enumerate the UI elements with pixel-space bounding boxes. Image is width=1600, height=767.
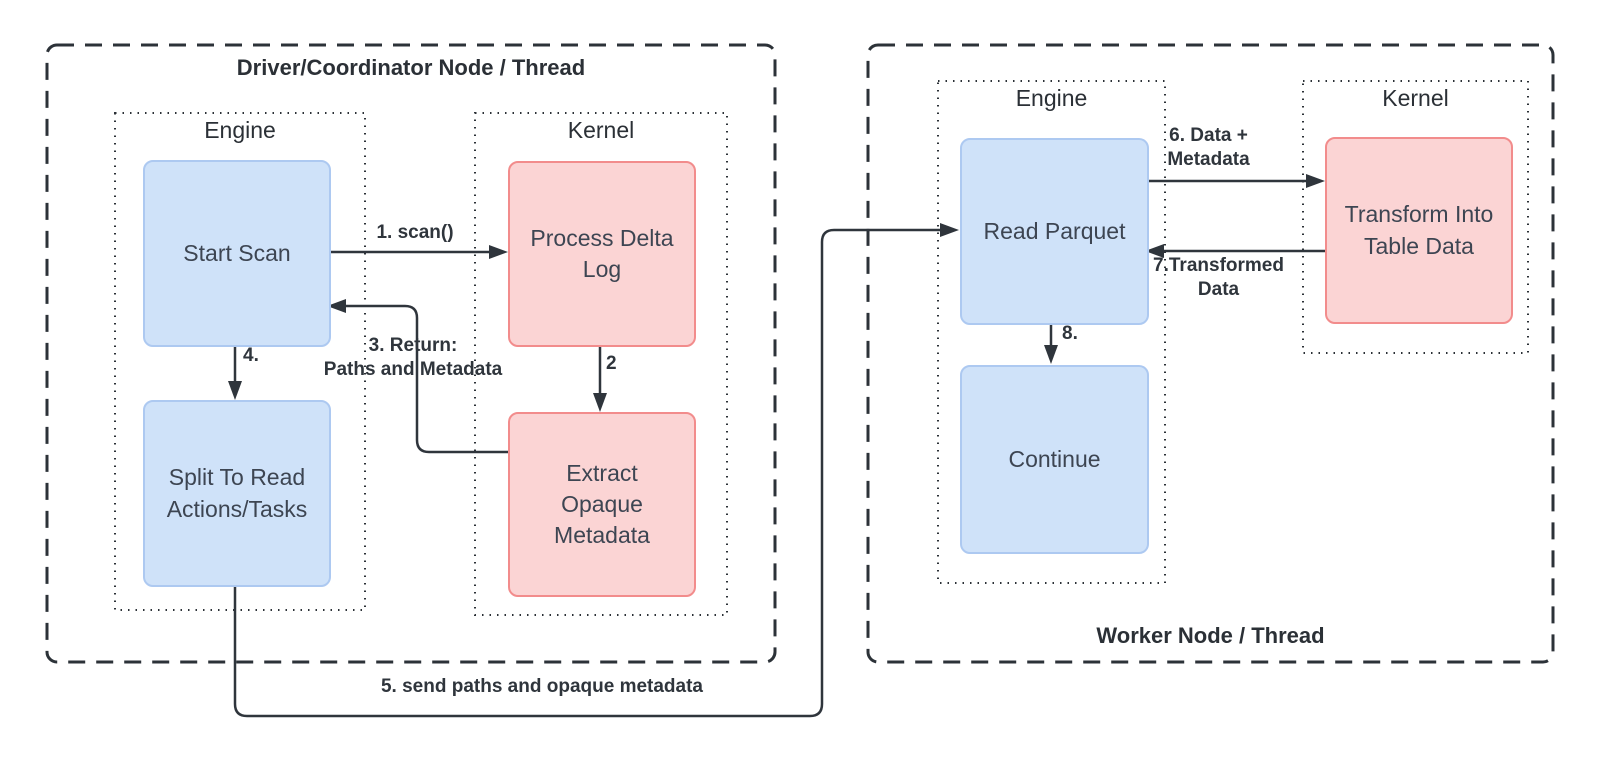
edge-5-label: 5. send paths and opaque metadata	[380, 676, 704, 697]
transform-into-table-data-node: Transform Into Table Data	[1325, 137, 1513, 324]
driver-node-title: Driver/Coordinator Node / Thread	[236, 55, 586, 80]
start-scan-node: Start Scan	[143, 160, 331, 347]
edge-3-label: 3. Return: Paths and Metadata	[323, 335, 503, 380]
edge-6-label: 6. Data + Metadata	[1167, 125, 1250, 170]
edge-4-label: 4.	[243, 345, 259, 366]
edge-2-label: 2	[606, 353, 617, 374]
extract-opaque-metadata-node: Extract Opaque Metadata	[508, 412, 696, 597]
driver-kernel-group-border	[474, 112, 728, 616]
read-parquet-node: Read Parquet	[960, 138, 1149, 325]
worker-kernel-group-label: Kernel	[1382, 85, 1449, 111]
driver-kernel-group-label: Kernel	[567, 117, 635, 143]
edge-8-label: 8.	[1062, 323, 1078, 344]
worker-kernel-group-border	[1302, 80, 1529, 354]
driver-node-container-border	[45, 43, 777, 664]
edge-7-label: 7.Transformed Data	[1153, 255, 1284, 300]
worker-engine-group-label: Engine	[1015, 85, 1088, 111]
worker-engine-group-border	[937, 80, 1166, 584]
driver-engine-group-label: Engine	[204, 117, 276, 143]
worker-node-title: Worker Node / Thread	[1096, 623, 1325, 648]
edge-5-send-paths-arrow	[233, 223, 959, 718]
driver-engine-group-border	[114, 112, 366, 611]
edge-3-return-arrow	[327, 299, 508, 454]
continue-node: Continue	[960, 365, 1149, 554]
split-to-read-node: Split To Read Actions/Tasks	[143, 400, 331, 587]
edge-1-label: 1. scan()	[376, 222, 454, 243]
worker-node-container-border	[866, 43, 1555, 664]
process-delta-log-node: Process Delta Log	[508, 161, 696, 347]
